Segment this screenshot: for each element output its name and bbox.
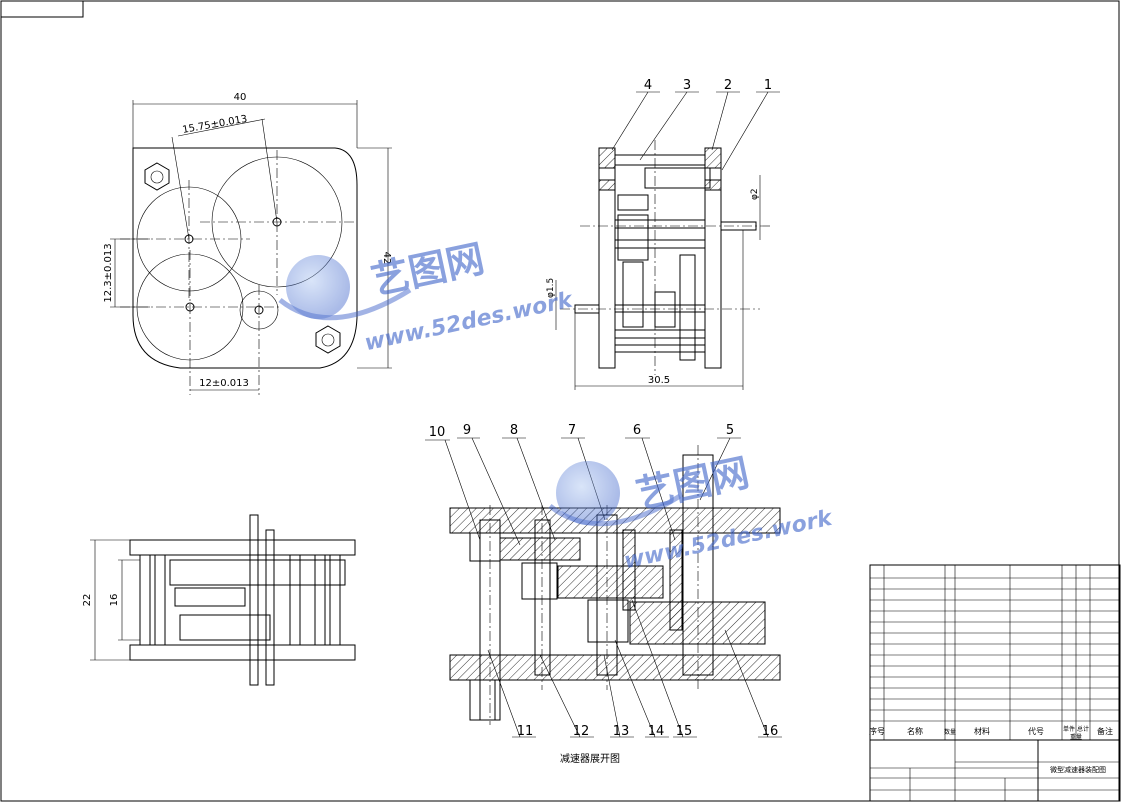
watermark-brand-2: 艺图网 bbox=[632, 450, 753, 517]
balloon-15: 15 bbox=[676, 724, 693, 739]
watermark-1: 艺图网 www.52des.work bbox=[278, 236, 576, 356]
balloon-7: 7 bbox=[568, 423, 576, 438]
tb-header-weight-sub: 重量 bbox=[1070, 733, 1082, 741]
balloon-2: 2 bbox=[724, 78, 732, 93]
tb-header-qty: 数量 bbox=[944, 728, 956, 736]
balloon-8: 8 bbox=[510, 423, 518, 438]
top-view: 40 15.75±0.013 42 12.3±0.013 12±0.013 bbox=[103, 92, 392, 395]
balloon-16: 16 bbox=[762, 724, 779, 739]
title-block: 序号 名称 数量 材料 代号 单件 总计 重量 备注 微型减速器装配图 bbox=[869, 564, 1121, 802]
tb-header-no: 序号 bbox=[869, 726, 885, 736]
balloon-14: 14 bbox=[648, 724, 665, 739]
dim-side-width: 30.5 bbox=[648, 375, 670, 386]
balloon-12: 12 bbox=[573, 724, 590, 739]
dim-left-height-outer: 22 bbox=[82, 594, 93, 607]
dim-gear-center: 15.75±0.013 bbox=[182, 114, 249, 136]
balloon-1: 1 bbox=[764, 78, 772, 93]
left-view: 22 16 bbox=[82, 514, 356, 686]
balloon-9: 9 bbox=[463, 423, 471, 438]
balloon-6: 6 bbox=[633, 423, 641, 438]
drawing-title: 减速器展开图 bbox=[560, 753, 620, 765]
tb-header-material: 材料 bbox=[974, 726, 990, 736]
balloon-4: 4 bbox=[644, 78, 652, 93]
balloon-5: 5 bbox=[726, 423, 734, 438]
dim-top-width: 40 bbox=[234, 92, 247, 103]
balloon-10: 10 bbox=[429, 425, 446, 440]
tb-header-name: 名称 bbox=[907, 726, 923, 736]
tb-header-weight: 单件 总计 bbox=[1063, 725, 1089, 733]
watermark-brand: 艺图网 bbox=[367, 236, 488, 303]
dim-left-height-inner: 16 bbox=[109, 594, 120, 607]
balloon-11: 11 bbox=[517, 724, 534, 739]
watermark-globe-icon bbox=[286, 255, 350, 319]
tb-header-code: 代号 bbox=[1028, 726, 1044, 736]
watermark-globe-icon-2 bbox=[556, 461, 620, 525]
balloon-3: 3 bbox=[683, 78, 691, 93]
dim-shaft-dia-1: φ2 bbox=[750, 188, 760, 200]
corner-box bbox=[0, 0, 84, 18]
balloon-13: 13 bbox=[613, 724, 630, 739]
section-view: 10 9 8 7 6 5 11 12 13 14 15 16 减速器展开图 bbox=[425, 423, 782, 765]
dim-left-vertical: 12.3±0.013 bbox=[103, 243, 114, 302]
tb-header-remark: 备注 bbox=[1097, 726, 1113, 736]
tb-assembly-name: 微型减速器装配图 bbox=[1050, 765, 1106, 774]
dim-height: 42 bbox=[381, 252, 392, 265]
side-view: 30.5 φ2 φ1.5 4 3 2 1 bbox=[546, 78, 780, 390]
dim-shaft-dia-2: φ1.5 bbox=[546, 278, 556, 298]
dim-bottom-horizontal: 12±0.013 bbox=[199, 378, 249, 389]
